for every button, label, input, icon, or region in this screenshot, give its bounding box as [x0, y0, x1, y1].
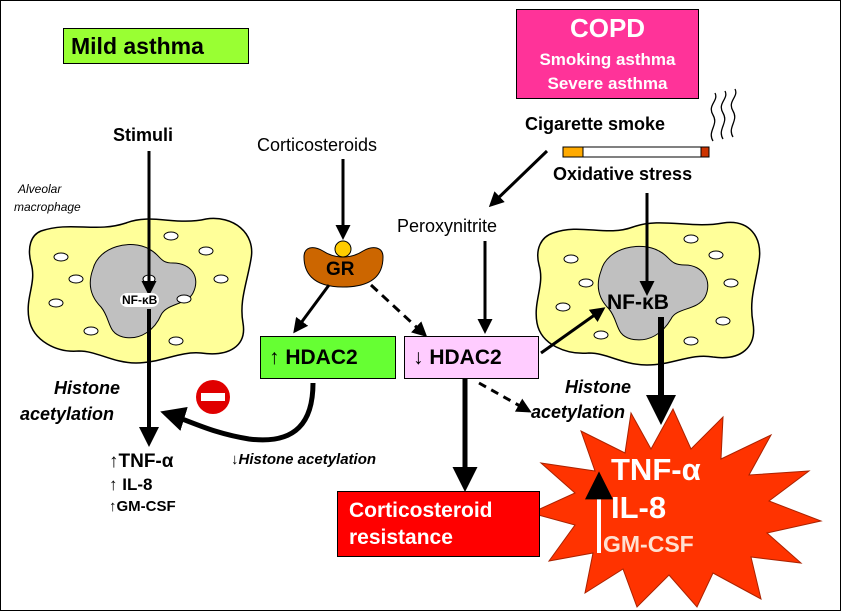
- gr-receptor-shape: [303, 240, 384, 288]
- hdac2-up-box: ↑ HDAC2: [260, 336, 396, 379]
- stimuli-label: Stimuli: [113, 125, 174, 145]
- corticosteroid-resistance-box: Corticosteroid resistance: [337, 491, 540, 557]
- hdac2-down-label: ↓ HDAC2: [413, 346, 502, 369]
- arrow-hdac2-to-nfkb: [540, 307, 606, 355]
- copd-line2: Severe asthma: [547, 74, 668, 93]
- copd-line1: Smoking asthma: [539, 50, 676, 69]
- mild-asthma-label: Mild asthma: [71, 33, 204, 59]
- copd-title: COPD: [569, 13, 646, 43]
- arrow-hdac2-to-acetylation-dashed: [478, 381, 532, 413]
- cytokine-gmcsf-left: ↑GM-CSF: [109, 498, 176, 515]
- hdac2-down-box: ↓ HDAC2: [404, 336, 539, 379]
- arrows: [139, 149, 676, 492]
- nfkb-left-label: NF-κB: [120, 293, 160, 307]
- arrow-gr-to-hdac2-up: [293, 284, 331, 334]
- alveolar-macrophage-label-1: Alveolar: [18, 182, 62, 196]
- histone-left-line1: Histone: [54, 378, 121, 398]
- cytokine-il8-left: ↑ IL-8: [109, 475, 153, 494]
- peroxynitrite-label: Peroxynitrite: [397, 216, 498, 236]
- oxidative-stress-label: Oxidative stress: [553, 164, 693, 184]
- cigarette-icon: [562, 88, 737, 158]
- arrow-smoke-to-peroxynitrite: [488, 149, 549, 208]
- histone-right-line2: acetylation: [531, 402, 626, 422]
- cytokine-tnf-left: ↑TNF-α: [109, 451, 174, 472]
- arrow-hdac2-inhibits-acetylation: [160, 382, 316, 443]
- burst-gmcsf-label: GM-CSF: [603, 531, 694, 557]
- mild-asthma-box: Mild asthma: [63, 28, 249, 64]
- corticosteroids-label: Corticosteroids: [257, 135, 378, 155]
- histone-decrease-label: ↓Histone acetylation: [231, 451, 377, 468]
- alveolar-macrophage-label-2: macrophage: [14, 200, 81, 214]
- hdac2-up-label: ↑ HDAC2: [269, 346, 358, 369]
- cigarette-smoke-label: Cigarette smoke: [525, 114, 666, 134]
- cytokine-burst-shape: [529, 407, 823, 608]
- corticosteroid-resistance-line2: resistance: [349, 526, 453, 549]
- histone-right-line1: Histone: [565, 377, 632, 397]
- burst-tnf-label: TNF-α: [611, 452, 701, 487]
- nfkb-right-label: NF-κB: [607, 291, 669, 314]
- arrow-gr-to-hdac2-down-dashed: [369, 283, 428, 338]
- gr-label: GR: [326, 259, 355, 280]
- copd-box: COPD Smoking asthma Severe asthma: [516, 9, 699, 99]
- inhibition-icon: [196, 380, 230, 414]
- histone-left-line2: acetylation: [20, 404, 115, 424]
- burst-il8-label: IL-8: [611, 490, 667, 525]
- left-macrophage-cell: [27, 217, 253, 364]
- corticosteroid-resistance-line1: Corticosteroid: [349, 499, 493, 522]
